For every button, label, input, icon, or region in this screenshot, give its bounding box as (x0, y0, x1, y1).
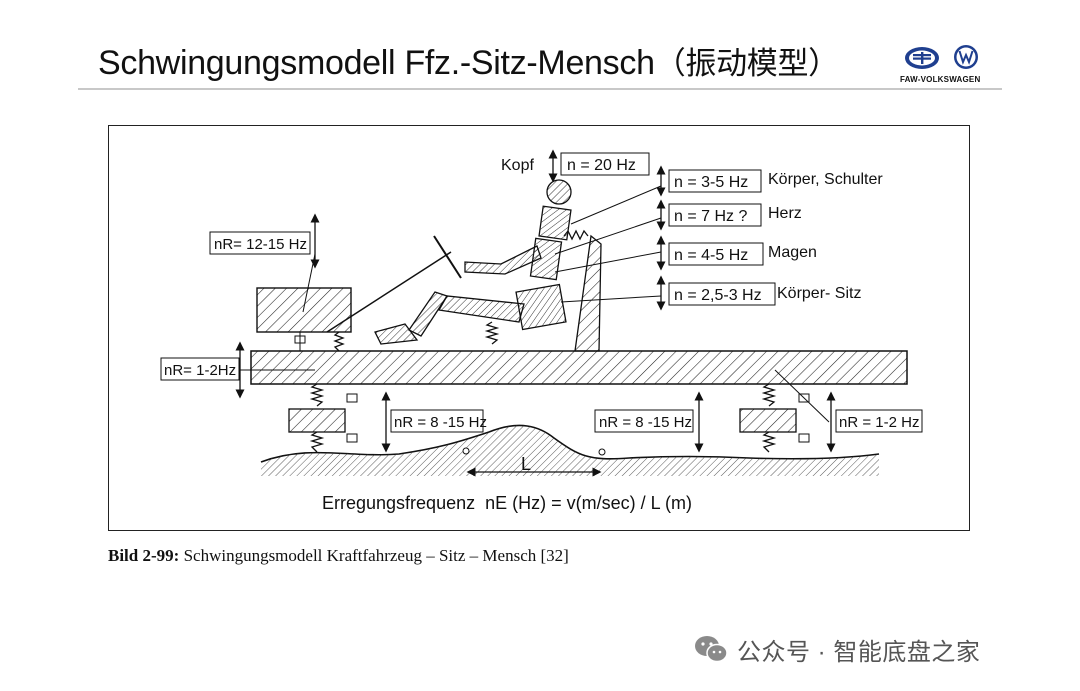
stomach-frequency: n = 4-5 Hz (674, 247, 748, 264)
front-suspension-spring (309, 383, 325, 407)
rear-wheel-frequency: nR = 8 -15 Hz (599, 414, 692, 431)
title-chinese: （振动模型） (654, 46, 840, 82)
front-tire-damper (346, 433, 358, 443)
right-freq-box (835, 409, 923, 433)
body-nr-frequency: nR= 1-2Hz (164, 362, 236, 379)
stomach-freq-box (668, 242, 764, 266)
heart-frequency: n = 7 Hz ? (674, 208, 747, 225)
seat-leader (560, 295, 662, 303)
watermark-text: 公众号 · 智能底盘之家 (737, 638, 981, 666)
rear-tire-damper (798, 433, 810, 443)
seat-spring (484, 321, 500, 345)
human-dummy (374, 179, 572, 345)
watermark: 公众号 · 智能底盘之家 (693, 632, 980, 666)
engine-mass (256, 287, 352, 333)
engine-freq-box (209, 231, 311, 255)
stomach-label: Magen (768, 244, 817, 261)
front-wheel-frequency: nR = 8 -15 Hz (394, 414, 487, 431)
caption-label: Bild 2-99: (108, 546, 180, 565)
caption-text: Schwingungsmodell Kraftfahrzeug – Sitz –… (179, 546, 569, 565)
stomach-leader (554, 251, 662, 273)
road-marker-right (598, 448, 606, 456)
rear-tire-spring (761, 431, 777, 453)
engine-frequency: nR= 12-15 Hz (214, 236, 307, 253)
vibration-model-figure: L Kopf n = 20 Hz n = 3-5 Hz Körper, Schu… (108, 125, 970, 531)
wechat-icon (695, 636, 728, 663)
seat-freq-box (668, 282, 776, 306)
vehicle-body (250, 350, 908, 385)
front-damper (346, 393, 358, 403)
seat-label: Körper- Sitz (777, 285, 861, 302)
head-frequency: n = 20 Hz (567, 157, 636, 174)
steering-column (326, 251, 452, 333)
seat-backrest (574, 234, 602, 352)
rear-damper (798, 393, 810, 403)
logo-caption: FAW-VOLKSWAGEN (900, 75, 981, 84)
rear-leader (774, 369, 830, 423)
heart-label: Herz (768, 205, 802, 222)
faw-logo-icon (905, 47, 939, 69)
rear-suspension-spring (761, 383, 777, 407)
excitation-formula: Erregungsfrequenz nE (Hz) = v(m/sec) / L… (322, 493, 692, 513)
road-marker-left (462, 447, 470, 455)
front-wheel-mass (288, 408, 346, 433)
steering-wheel (433, 235, 462, 279)
road-hatching (261, 425, 879, 476)
vibration-diagram: L Kopf n = 20 Hz n = 3-5 Hz Körper, Schu… (160, 149, 923, 513)
figure-caption: Bild 2-99: Schwingungsmodell Kraftfahrze… (108, 546, 569, 566)
engine-spring (333, 331, 345, 352)
heart-freq-box (668, 203, 762, 227)
head-label: Kopf (501, 157, 534, 174)
front-wheel-freq-box (390, 409, 484, 433)
body-frequency: n = 3-5 Hz (674, 174, 748, 191)
head-freq-box (560, 152, 650, 176)
right-frequency: nR = 1-2 Hz (839, 414, 919, 431)
volkswagen-logo-icon (954, 45, 978, 69)
body-freq-box (668, 169, 762, 193)
body-label: Körper, Schulter (768, 171, 883, 188)
page-title: Schwingungsmodell Ffz.-Sitz-Mensch（振动模型） (98, 38, 839, 83)
heart-leader (554, 217, 662, 255)
rear-wheel-freq-box (594, 409, 694, 433)
faw-volkswagen-logo (905, 45, 978, 69)
header-divider (78, 88, 1002, 90)
engine-leader (302, 253, 316, 313)
body-leader (570, 185, 662, 225)
front-tire-spring (309, 431, 325, 453)
rear-wheel-mass (739, 408, 797, 433)
title-german: Schwingungsmodell Ffz.-Sitz-Mensch (98, 44, 655, 82)
length-label: L (521, 454, 531, 474)
back-spring (563, 229, 589, 241)
seat-frequency: n = 2,5-3 Hz (674, 287, 762, 304)
